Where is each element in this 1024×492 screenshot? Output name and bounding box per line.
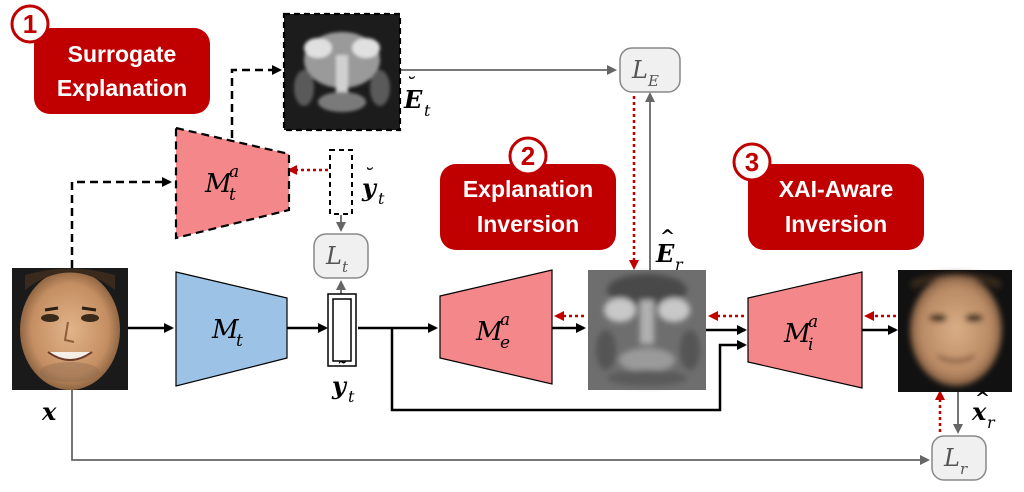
- edge-output-to-image-inverter: [390, 328, 747, 412]
- badge-box: [748, 164, 924, 250]
- surrogate-explanation-label: E: [403, 85, 423, 114]
- surrogate-explanation-accent: ˘: [406, 74, 416, 95]
- loss-reconstruction: L r: [931, 435, 987, 481]
- edge-input-to-loss-r: [71, 390, 930, 465]
- badge-number: 1: [23, 9, 37, 39]
- badge-number-circle: [508, 136, 548, 176]
- explanation-inverter-label: M: [475, 317, 504, 347]
- surrogate-output-sub: t: [378, 189, 385, 208]
- surrogate-model: M a t: [174, 126, 291, 240]
- reconstructed-face-sub: r: [987, 413, 996, 432]
- badge-line-2: Explanation: [57, 75, 187, 101]
- target-model-label: M: [211, 315, 240, 345]
- loss-reconstruction-sub: r: [960, 460, 968, 478]
- reconstructed-explanation-label-group: ^ E r: [655, 226, 684, 274]
- badge-explanation-inversion: 2 Explanation Inversion: [440, 136, 616, 250]
- reconstructed-explanation-sub: r: [675, 255, 684, 274]
- explanation-inverter-sub: e: [500, 333, 510, 353]
- surrogate-output-accent: ˘: [364, 165, 374, 186]
- input-face-image: [12, 268, 128, 390]
- badge-line-2: Inversion: [785, 211, 887, 237]
- surrogate-model-sub: t: [229, 185, 236, 205]
- target-output-accent: ˜: [336, 357, 347, 381]
- target-output-label: y: [331, 371, 348, 400]
- surrogate-model-label: M: [204, 169, 233, 199]
- loss-explanation-label: L: [631, 56, 648, 84]
- loss-target: L t: [313, 233, 369, 279]
- loss-explanation-sub: E: [647, 72, 659, 90]
- badge-number: 2: [521, 141, 535, 171]
- surrogate-explanation-sub: t: [424, 101, 431, 120]
- reconstructed-face-label: x: [971, 397, 987, 426]
- surrogate-output-label: y: [361, 173, 378, 202]
- loss-explanation: L E: [619, 47, 681, 93]
- explanation-inverter-sup: a: [500, 310, 510, 330]
- reconstructed-face-accent: ^: [975, 388, 990, 409]
- reconstructed-face-image: [898, 270, 1012, 392]
- image-inverter-model: M a i: [747, 271, 863, 389]
- target-model-sub: t: [236, 331, 243, 351]
- badge-surrogate-explanation: 1 Surrogate Explanation: [10, 4, 210, 114]
- edge-surrogate-to-explanation: [230, 65, 282, 138]
- edge-input-to-surrogate: [70, 177, 172, 268]
- badge-number-circle: [732, 142, 772, 182]
- badge-number-circle: [10, 4, 50, 44]
- target-output-vector: ˜ y t: [327, 293, 357, 406]
- surrogate-output-vector: ˘ y t: [329, 149, 385, 215]
- loss-target-label: L: [325, 242, 342, 270]
- target-output-sub: t: [348, 387, 355, 406]
- badge-box: [34, 28, 210, 114]
- reconstructed-explanation-label: E: [655, 239, 675, 268]
- surrogate-explanation-label-group: ˘ E t: [403, 74, 431, 120]
- badge-line-1: Surrogate: [68, 41, 177, 67]
- explanation-inverter-model: M a e: [439, 269, 553, 385]
- input-label: x: [41, 397, 57, 426]
- target-model: M t: [175, 271, 288, 387]
- badge-line-1: Explanation: [463, 176, 593, 202]
- loss-target-sub: t: [342, 258, 349, 276]
- surrogate-explanation-heatmap: [282, 12, 402, 132]
- image-inverter-sup: a: [808, 312, 818, 332]
- badge-xai-aware-inversion: 3 XAI-Aware Inversion: [732, 142, 924, 250]
- loss-reconstruction-label: L: [943, 444, 960, 472]
- connectors: [70, 65, 963, 465]
- badge-box: [440, 164, 616, 250]
- badge-line-2: Inversion: [477, 211, 579, 237]
- surrogate-model-sup: a: [229, 162, 239, 182]
- image-inverter-sub: i: [808, 335, 813, 355]
- badge-number: 3: [745, 147, 759, 177]
- reconstructed-face-label-group: ^ x r: [971, 388, 996, 432]
- image-inverter-label: M: [783, 319, 812, 349]
- reconstructed-explanation-heatmap: [588, 270, 706, 390]
- badge-line-1: XAI-Aware: [779, 176, 894, 202]
- reconstructed-explanation-accent: ^: [660, 226, 675, 247]
